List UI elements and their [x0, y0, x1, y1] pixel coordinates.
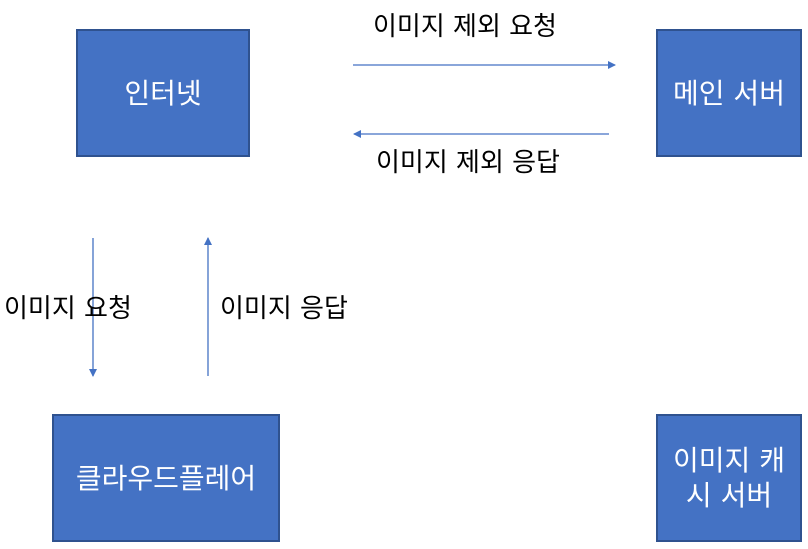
image-cache-server-label-line2: 시 서버	[685, 479, 773, 512]
exclude-request-label: 이미지 제외 요청	[373, 12, 557, 42]
exclude-response-label: 이미지 제외 응답	[376, 148, 560, 178]
image-cache-server-label-line1: 이미지 캐	[673, 444, 785, 477]
cloudflare-label: 클라우드플레어	[75, 461, 257, 495]
main-server-node: 메인 서버	[656, 29, 802, 157]
image-response-label: 이미지 응답	[220, 294, 348, 324]
main-server-label: 메인 서버	[673, 76, 785, 110]
cloudflare-node: 클라우드플레어	[52, 414, 280, 542]
image-request-label: 이미지 요청	[4, 294, 132, 324]
internet-label: 인터넷	[124, 76, 202, 110]
image-cache-server-node: 이미지 캐 시 서버	[656, 414, 802, 542]
internet-node: 인터넷	[76, 29, 250, 157]
